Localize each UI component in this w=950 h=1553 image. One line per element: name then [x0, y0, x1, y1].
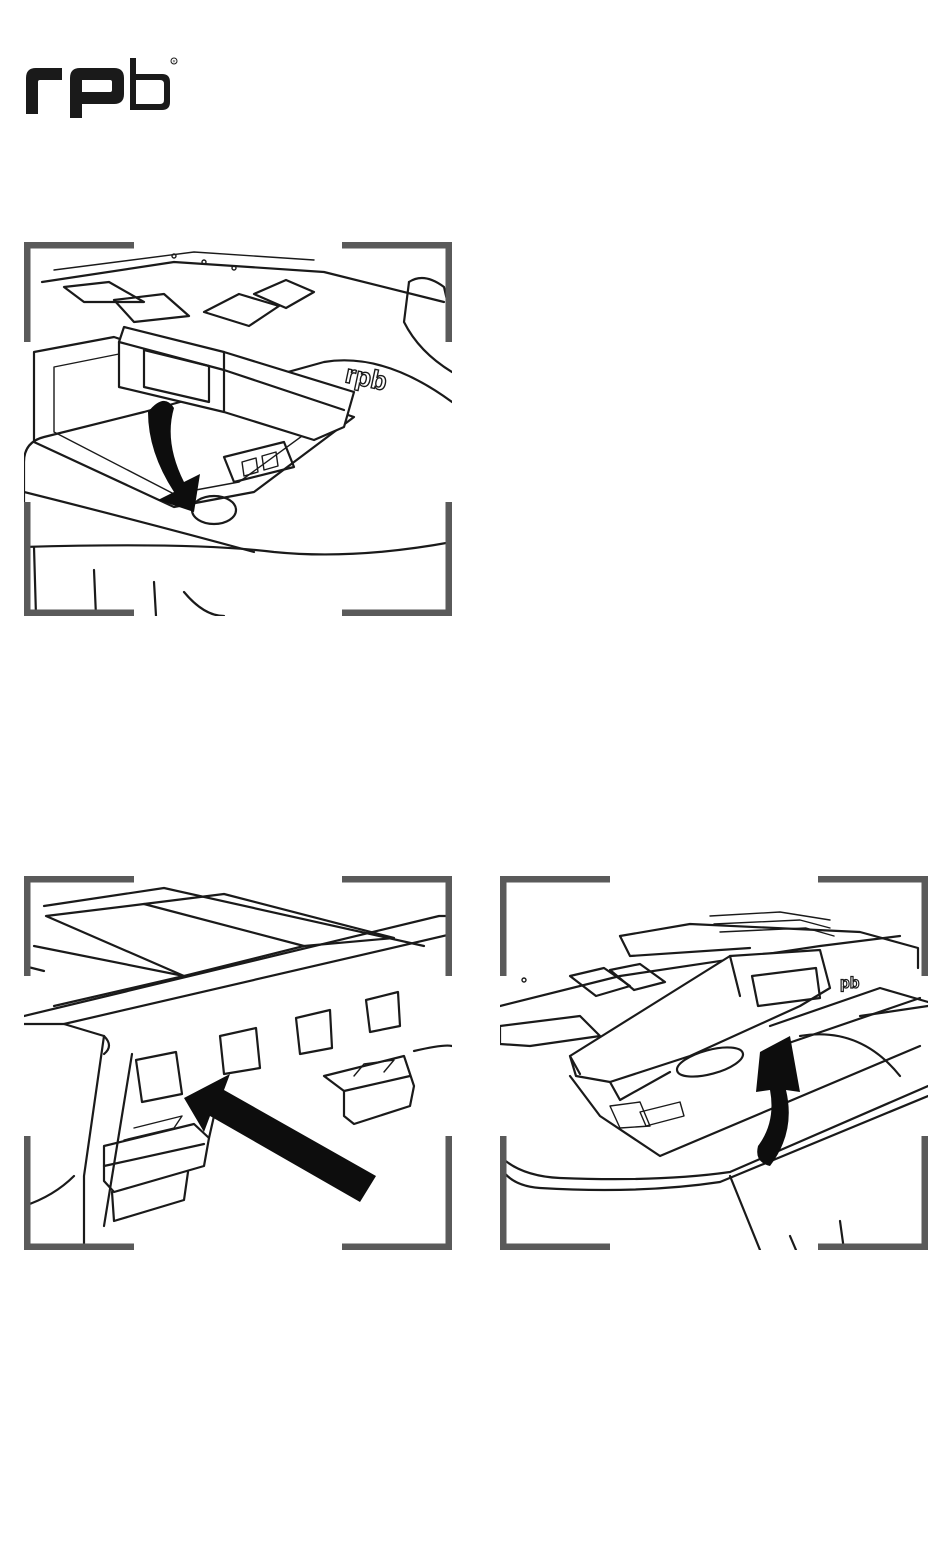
- latch-open-illustration: pb: [500, 876, 928, 1250]
- latch-close-drawing: rpb: [24, 242, 452, 616]
- rpb-logo: R: [22, 56, 178, 120]
- tab-insert-illustration: [24, 876, 452, 1250]
- svg-text:pb: pb: [840, 975, 860, 992]
- latch-close-illustration: rpb: [24, 242, 452, 616]
- tab-insert-drawing: [24, 876, 452, 1250]
- svg-text:R: R: [173, 59, 176, 64]
- rpb-logo-mark: R: [22, 56, 178, 120]
- latch-open-drawing: pb: [500, 876, 928, 1250]
